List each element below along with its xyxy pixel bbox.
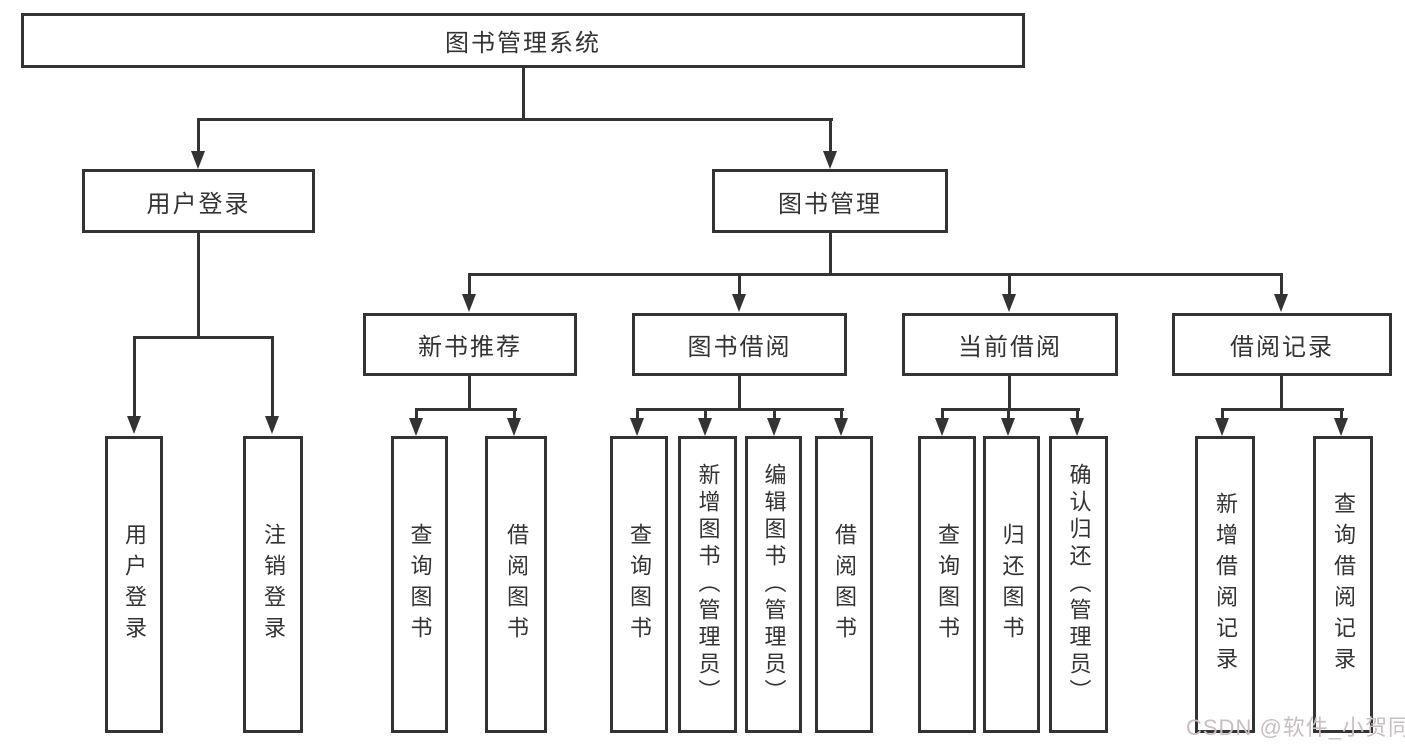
leaf-label: 查询借阅记录 xyxy=(1331,491,1356,678)
connector-line xyxy=(522,68,525,118)
connector-line xyxy=(738,376,741,409)
node-label: 借阅记录 xyxy=(1230,334,1334,361)
node-book-borrowing: 图书借阅 xyxy=(632,313,847,376)
arrow-down-icon xyxy=(1334,418,1348,436)
leaf-label: 注销登录 xyxy=(261,522,286,647)
connector-line xyxy=(1221,408,1224,420)
node-library-management-system: 图书管理系统 xyxy=(21,13,1025,68)
connector-line xyxy=(773,408,776,420)
arrow-down-icon xyxy=(1215,418,1229,436)
connector-line xyxy=(415,408,517,411)
node-current-borrowing: 当前借阅 xyxy=(902,313,1118,376)
leaf-query-book: 查询图书 xyxy=(391,436,448,733)
arrow-down-icon xyxy=(1002,294,1016,312)
connector-line xyxy=(1280,273,1283,296)
arrow-down-icon xyxy=(265,416,279,434)
leaf-label: 用户登录 xyxy=(122,522,147,647)
leaf-borrow-book: 借阅图书 xyxy=(815,436,873,733)
leaf-query-book: 查询图书 xyxy=(610,436,668,733)
watermark: CSDN @软件_小贺同学 xyxy=(1186,715,1405,740)
connector-line xyxy=(513,408,516,420)
leaf-label: 借阅图书 xyxy=(504,522,529,647)
arrow-down-icon xyxy=(1274,294,1288,312)
node-label: 新书推荐 xyxy=(418,334,522,361)
arrow-down-icon xyxy=(409,418,423,436)
connector-line xyxy=(468,376,471,409)
connector-line xyxy=(1280,376,1283,409)
leaf-query-book: 查询图书 xyxy=(918,436,976,733)
connector-line xyxy=(941,408,944,420)
leaf-add-borrow-record: 新增借阅记录 xyxy=(1195,436,1255,733)
node-book-management: 图书管理 xyxy=(712,169,948,233)
connector-line xyxy=(636,408,844,411)
node-user-login: 用户登录 xyxy=(82,169,315,233)
leaf-edit-book-admin: 编辑图书（管理员） xyxy=(745,436,802,733)
leaf-label: 编辑图书（管理员） xyxy=(761,463,787,706)
arrow-down-icon xyxy=(630,418,644,436)
arrow-down-icon xyxy=(732,294,746,312)
connector-line xyxy=(271,336,274,418)
arrow-down-icon xyxy=(127,416,141,434)
connector-line xyxy=(636,408,639,420)
arrow-down-icon xyxy=(834,418,848,436)
connector-line xyxy=(468,273,471,296)
connector-line xyxy=(1008,376,1011,409)
node-label: 用户登录 xyxy=(146,190,251,218)
arrow-down-icon xyxy=(767,418,781,436)
connector-line xyxy=(738,273,741,296)
leaf-label: 查询图书 xyxy=(407,522,433,647)
connector-line xyxy=(1221,408,1344,411)
node-borrowing-records: 借阅记录 xyxy=(1172,313,1392,376)
leaf-borrow-book: 借阅图书 xyxy=(485,436,547,733)
leaf-user-login: 用户登录 xyxy=(105,436,163,733)
leaf-query-borrow-record: 查询借阅记录 xyxy=(1313,436,1373,733)
node-new-book-recommendation: 新书推荐 xyxy=(363,313,577,376)
leaf-label: 查询图书 xyxy=(627,522,652,647)
leaf-label: 新增图书（管理员） xyxy=(695,463,721,706)
connector-line xyxy=(133,336,136,418)
node-label: 图书管理 xyxy=(778,190,882,218)
arrow-down-icon xyxy=(823,151,837,169)
leaf-label: 查询图书 xyxy=(935,522,960,647)
arrow-down-icon xyxy=(1001,418,1015,436)
arrow-down-icon xyxy=(1070,418,1084,436)
arrow-down-icon xyxy=(507,418,521,436)
connector-line xyxy=(829,233,832,274)
leaf-confirm-return-admin: 确认归还（管理员） xyxy=(1049,436,1108,733)
leaf-label: 确认归还（管理员） xyxy=(1066,463,1092,706)
arrow-down-icon xyxy=(698,418,712,436)
connector-line xyxy=(829,118,832,153)
leaf-return-book: 归还图书 xyxy=(983,436,1040,733)
connector-line xyxy=(840,408,843,420)
connector-line xyxy=(1008,273,1011,296)
leaf-label: 新增借阅记录 xyxy=(1213,491,1238,678)
connector-line xyxy=(1007,408,1010,420)
leaf-logout: 注销登录 xyxy=(243,436,303,733)
arrow-down-icon xyxy=(462,294,476,312)
connector-line xyxy=(704,408,707,420)
leaf-add-book-admin: 新增图书（管理员） xyxy=(678,436,737,733)
connector-line xyxy=(468,273,1283,276)
node-label: 图书借阅 xyxy=(687,334,792,361)
leaf-label: 借阅图书 xyxy=(832,522,857,647)
connector-line xyxy=(197,233,200,337)
connector-line xyxy=(197,118,833,121)
connector-line xyxy=(415,408,418,420)
arrow-down-icon xyxy=(935,418,949,436)
connector-line xyxy=(197,118,200,153)
leaf-label: 归还图书 xyxy=(999,522,1025,647)
arrow-down-icon xyxy=(191,151,205,169)
connector-line xyxy=(133,336,274,339)
node-label: 当前借阅 xyxy=(958,334,1062,361)
connector-line xyxy=(1340,408,1343,420)
connector-line xyxy=(1076,408,1079,420)
connector-line xyxy=(941,408,1080,411)
node-label: 图书管理系统 xyxy=(445,30,601,57)
